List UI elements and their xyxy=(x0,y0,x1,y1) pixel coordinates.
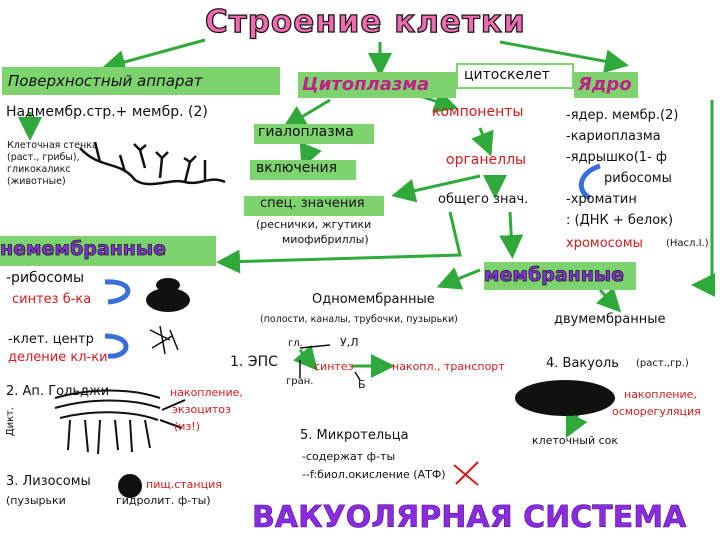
arrow-to-hyaloplasm xyxy=(282,98,331,129)
components-label: компоненты xyxy=(432,104,524,120)
arrow-membrane-double xyxy=(595,286,622,313)
special-label: спец. значения xyxy=(260,196,365,211)
arrow-title-surface xyxy=(101,38,206,74)
lysosome-shape xyxy=(118,474,142,498)
nonmembrane-header: немембранные xyxy=(0,238,166,261)
er-b: Б xyxy=(358,378,366,391)
special-detail-1: (реснички, жгутики xyxy=(256,218,372,231)
surface-header: Поверхностный аппарат xyxy=(8,72,203,90)
arrow-to-inclusions xyxy=(299,141,322,169)
arrow-blue-centre xyxy=(104,333,129,359)
arrow-nucleus-line xyxy=(691,100,715,297)
arrow-to-organelles xyxy=(471,127,494,157)
arrow-general-nonmembrane xyxy=(216,211,462,274)
nucleus-line-6: : (ДНК + белок) xyxy=(566,213,674,228)
arrow-blue-ribosomes xyxy=(104,279,131,305)
golgi-shape xyxy=(54,389,186,455)
microbody-label: 5. Микротельца xyxy=(300,428,409,443)
er-transport: накопл., транспорт xyxy=(392,360,505,373)
surface-line1: Надмембр.стр.+ мембр. (2) xyxy=(6,104,208,120)
nucleus-line-3: -ядрышко(1- ф xyxy=(566,150,667,165)
hyaloplasm-label: гиалоплазма xyxy=(258,124,354,140)
ribosome-shape xyxy=(146,288,190,312)
arrow-membrane-single xyxy=(436,267,481,290)
lysosomes-digest: пищ.станция xyxy=(146,478,222,491)
ribosomes-label: -рибосомы xyxy=(6,270,85,286)
er-gran: гран. xyxy=(286,376,314,387)
vacuole-shape xyxy=(515,380,615,416)
arrow-to-special xyxy=(391,174,481,203)
membrane-header: мембранные xyxy=(484,264,625,287)
er-label: 1. ЭПС xyxy=(230,354,278,370)
lysosomes-label: 3. Лизосомы xyxy=(6,474,91,489)
vacuole-label: 4. Вакуоль xyxy=(546,356,619,371)
nucleus-line-4: рибосомы xyxy=(604,171,672,186)
golgi-side-label: Дикт. xyxy=(5,406,17,437)
arrow-er-synthesis xyxy=(293,344,318,371)
single-membrane-label: Одномембранные xyxy=(312,292,435,307)
er-smooth: гл. xyxy=(288,338,303,349)
membrane-header-box: мембранные xyxy=(484,262,636,290)
centre-function: деление кл-ки xyxy=(8,350,108,365)
golgi-function-3: (из!) xyxy=(174,420,200,433)
ribosomes-function: синтез б-ка xyxy=(12,292,92,307)
golgi-function-1: накопление, xyxy=(170,386,243,399)
er-connectors xyxy=(299,344,361,381)
nucleus-line-5: -хроматин xyxy=(566,192,637,207)
chromosomes-label: хромосомы xyxy=(566,236,643,251)
vacuole-scope: (раст.,гр.) xyxy=(636,358,689,369)
single-membrane-detail: (полости, каналы, трубочки, пузырьки) xyxy=(260,314,458,325)
golgi-function-2: экзоцитоз xyxy=(172,403,231,416)
er-u-l: У,Л xyxy=(340,336,359,349)
chromosomes-note: (Насл.I.) xyxy=(666,238,709,249)
footer-title: ВАКУОЛЯРНАЯ СИСТЕМА xyxy=(252,500,687,536)
double-membrane-label: двумембранные xyxy=(554,312,666,327)
vacuole-function-2: осморегуляция xyxy=(612,405,701,418)
cell-wall-line-4: (животные) xyxy=(7,176,66,187)
centriole-shape xyxy=(149,325,179,355)
er-synthesis: синтез xyxy=(314,360,354,373)
inclusions-box: включения xyxy=(250,160,356,180)
page-title: Строение клетки xyxy=(204,3,526,40)
cytoskeleton-label: цитоскелет xyxy=(464,67,550,83)
centre-label: -клет. центр xyxy=(8,332,94,347)
arrow-title-nucleus xyxy=(499,40,629,74)
arrow-blue-nucleus xyxy=(578,163,601,201)
microbody-line-2: --f:биол.окисление (АТФ) xyxy=(302,468,446,481)
nucleus-line-2: -кариоплазма xyxy=(566,129,661,144)
cell-wall-line-1: Клеточная стенка xyxy=(7,140,98,151)
general-label: общего знач. xyxy=(438,192,529,207)
vacuole-function-1: накопление, xyxy=(624,388,697,401)
special-detail-2: миофибриллы) xyxy=(282,233,369,246)
nucleus-header-box: Ядро xyxy=(574,72,638,98)
golgi-label: 2. Ап. Гольджи xyxy=(6,384,110,399)
lysosomes-vesicles: (пузырьки xyxy=(6,494,66,507)
organelles-label: органеллы xyxy=(446,152,527,168)
cell-wall-line-3: гликокаликс xyxy=(7,164,71,175)
lysosomes-hydrolysis: гидролит. ф-ты) xyxy=(116,494,211,507)
cell-wall-drawing xyxy=(79,147,226,186)
special-box: спец. значения xyxy=(244,196,384,216)
atp-cross xyxy=(453,461,479,486)
microbody-line-1: -содержат ф-ты xyxy=(302,450,396,463)
surface-header-box: Поверхностный аппарат xyxy=(2,67,280,95)
hyaloplasm-box: гиалоплазма xyxy=(254,124,374,144)
cytoplasm-header-box: Цитоплазма xyxy=(298,72,456,98)
nonmembrane-header-box: немембранные xyxy=(0,236,216,266)
nucleus-line-1: -ядер. мембр.(2) xyxy=(566,108,679,123)
inclusions-label: включения xyxy=(256,160,337,176)
nucleus-header: Ядро xyxy=(578,74,632,95)
cytoskeleton-box: цитоскелет xyxy=(456,63,574,89)
vacuole-sap: клеточный сок xyxy=(532,434,619,447)
cytoplasm-header: Цитоплазма xyxy=(302,74,430,95)
cell-wall-line-2: (раст., грибы), xyxy=(7,152,80,163)
arrow-general-membrane xyxy=(499,211,524,259)
